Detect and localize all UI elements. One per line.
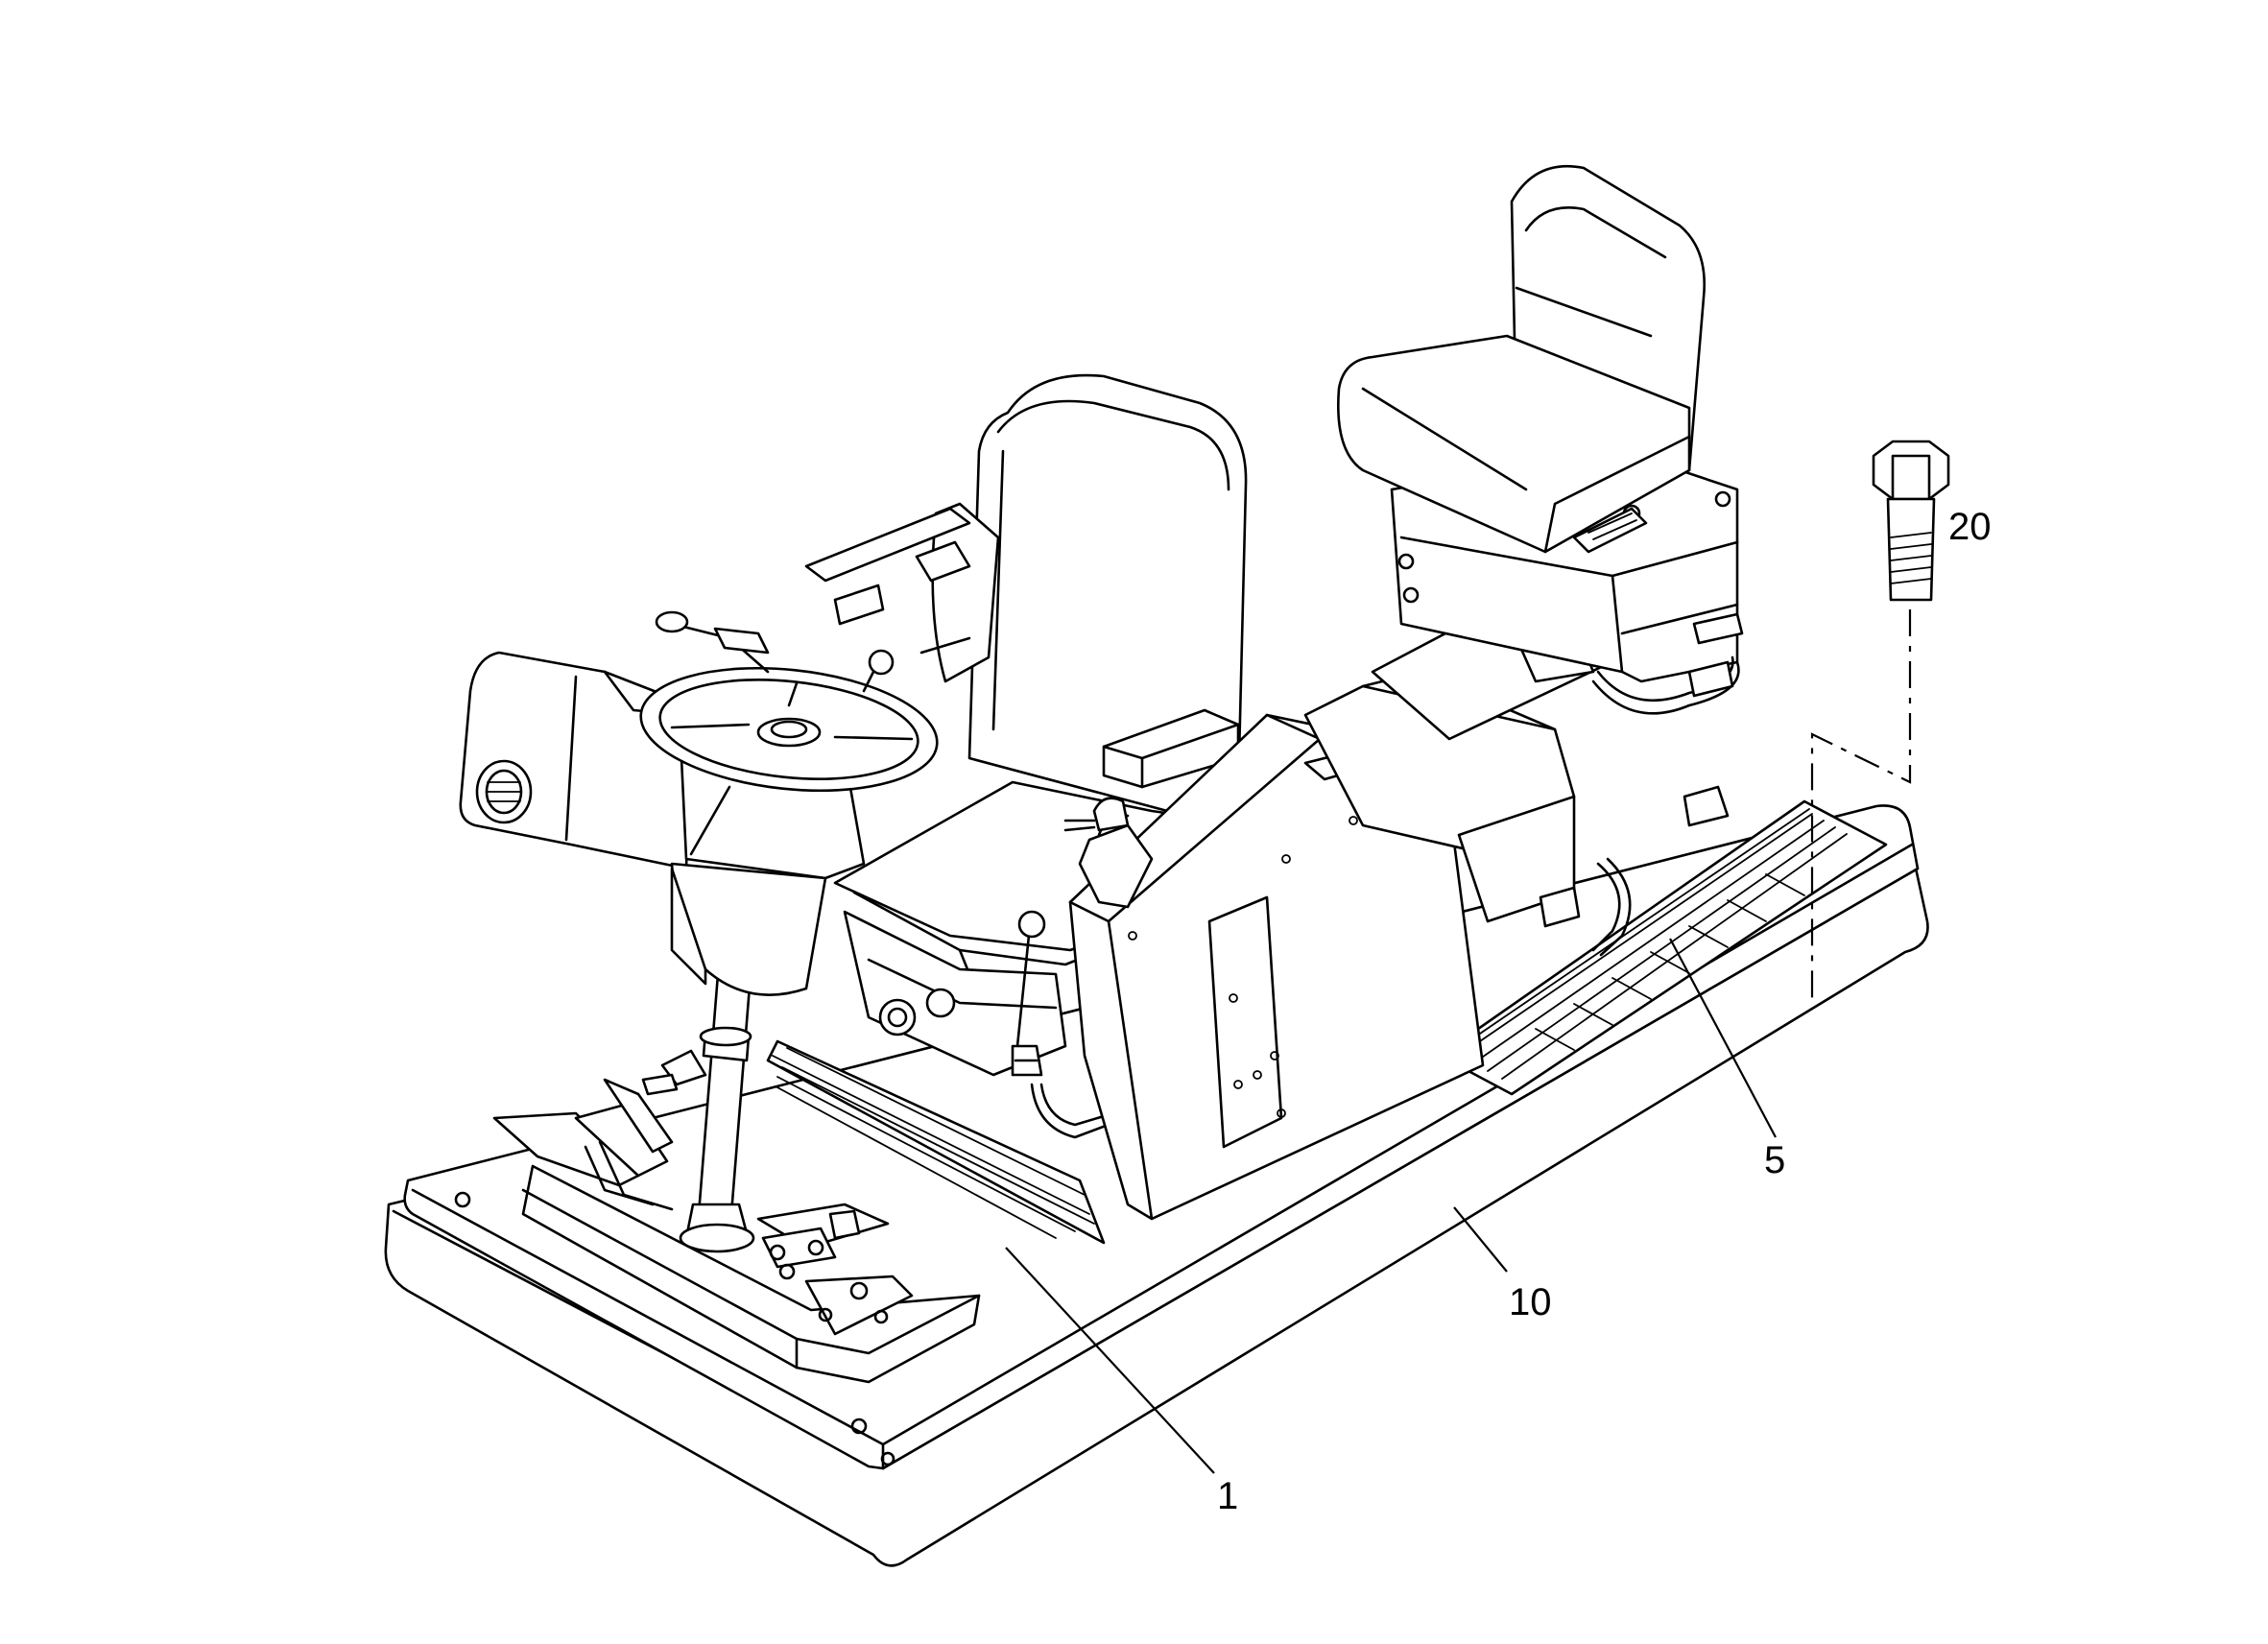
rear-floor-mat <box>1438 799 1888 1096</box>
rear-operator-station <box>804 164 1744 957</box>
callout-5: 5 <box>1764 1139 1785 1181</box>
front-floor-mat <box>766 1039 1106 1245</box>
leader-line-10 <box>1453 1206 1508 1273</box>
hex-bolt <box>1810 440 1950 998</box>
control-console <box>1063 713 1485 1221</box>
callout-20: 20 <box>1948 506 1992 548</box>
callout-labels: 1 5 10 20 <box>1217 506 1992 1517</box>
leader-lines <box>1005 938 1777 1474</box>
leader-line-5 <box>1669 938 1777 1138</box>
callout-1: 1 <box>1217 1475 1238 1517</box>
pedal-box <box>492 1049 981 1384</box>
leader-line-1 <box>1005 1247 1215 1474</box>
steering-wheel <box>639 649 939 793</box>
callout-10: 10 <box>1509 1281 1552 1323</box>
